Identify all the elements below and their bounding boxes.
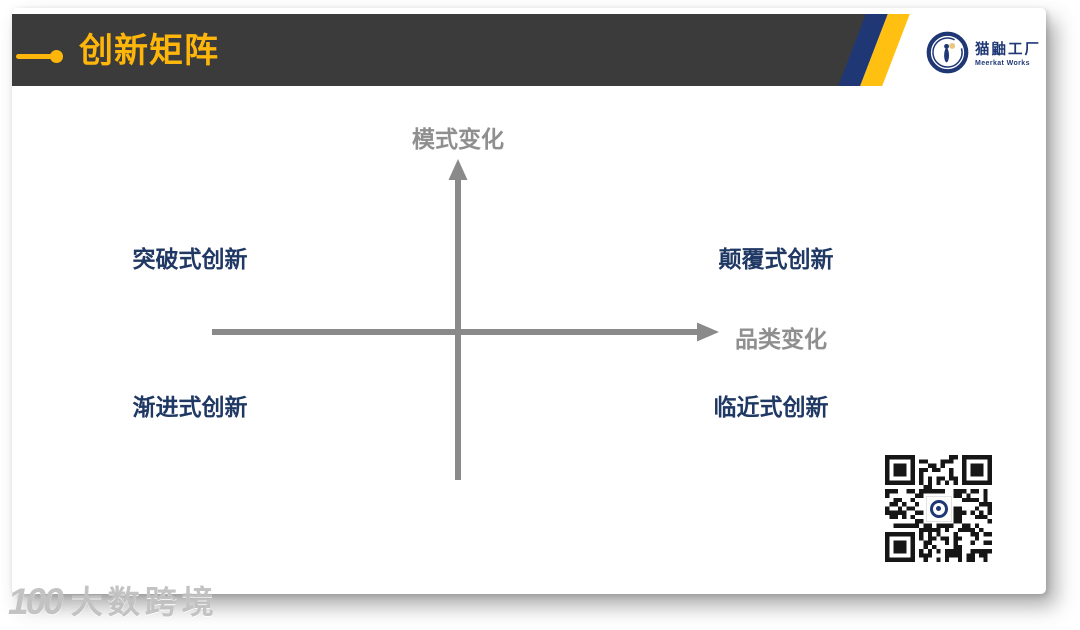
watermark-logo-icon: 100 bbox=[8, 581, 64, 622]
qr-center-logo-icon bbox=[925, 495, 952, 522]
watermark: 100 大数跨境 bbox=[8, 582, 219, 622]
x-axis-label: 品类变化 bbox=[735, 326, 827, 352]
brand-logo: 猫鼬工厂 Meerkat Works bbox=[925, 28, 1043, 76]
meerkat-logo-icon bbox=[926, 31, 969, 73]
brand-name-en: Meerkat Works bbox=[975, 59, 1030, 67]
brand-name-cn: 猫鼬工厂 bbox=[975, 41, 1041, 58]
title-bullet-line-icon bbox=[16, 53, 54, 59]
y-axis-arrowhead-icon bbox=[448, 159, 468, 180]
y-axis-label: 模式变化 bbox=[412, 126, 504, 152]
page-title: 创新矩阵 bbox=[79, 32, 219, 70]
quadrant-bottom-right-label: 临近式创新 bbox=[713, 394, 829, 420]
brand-text-block: 猫鼬工厂 Meerkat Works bbox=[975, 38, 1041, 67]
watermark-text: 大数跨境 bbox=[70, 584, 219, 620]
quadrant-top-left-label: 突破式创新 bbox=[132, 246, 248, 272]
qr-pattern bbox=[885, 455, 992, 562]
header-dark-bar bbox=[12, 14, 868, 86]
header-bar: 创新矩阵 bbox=[12, 14, 1046, 86]
x-axis-arrowhead-icon bbox=[697, 322, 719, 342]
quadrant-top-right-label: 颠覆式创新 bbox=[718, 246, 834, 272]
slide-card: 创新矩阵 猫鼬工厂 Meerkat Works 模式变 bbox=[12, 8, 1046, 594]
quadrant-bottom-left-label: 渐进式创新 bbox=[132, 394, 248, 420]
qr-code bbox=[885, 455, 992, 562]
title-bullet-dot-icon bbox=[50, 49, 63, 63]
